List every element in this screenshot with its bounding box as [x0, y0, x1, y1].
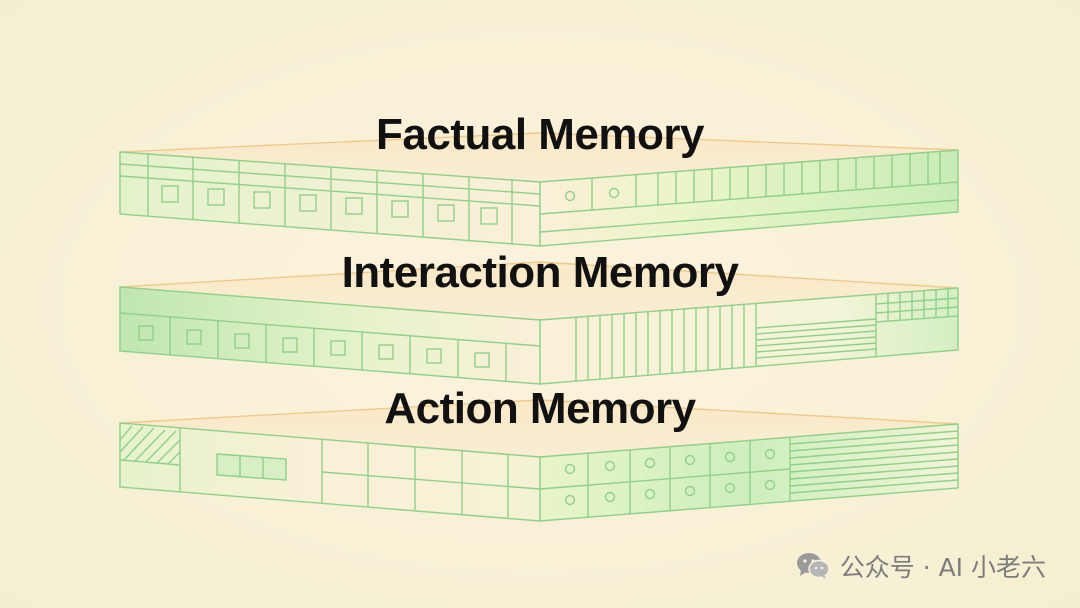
- action-memory-title: Action Memory: [384, 384, 696, 433]
- factual-memory-slab: [119, 132, 959, 247]
- watermark-text: 公众号 · AI 小老六: [839, 553, 1046, 582]
- hatch-pattern: [119, 425, 181, 465]
- wechat-icon: [796, 553, 830, 579]
- interaction-memory-title: Interaction Memory: [341, 248, 739, 297]
- circle-cells: [564, 448, 776, 506]
- watermark: 公众号 · AI 小老六: [796, 548, 1046, 584]
- interaction-square-cells: [138, 325, 490, 368]
- factual-square-cells: [161, 185, 498, 225]
- factual-memory-title: Factual Memory: [376, 110, 704, 159]
- interaction-memory-slab: [119, 261, 959, 385]
- action-memory-slab: [119, 399, 959, 522]
